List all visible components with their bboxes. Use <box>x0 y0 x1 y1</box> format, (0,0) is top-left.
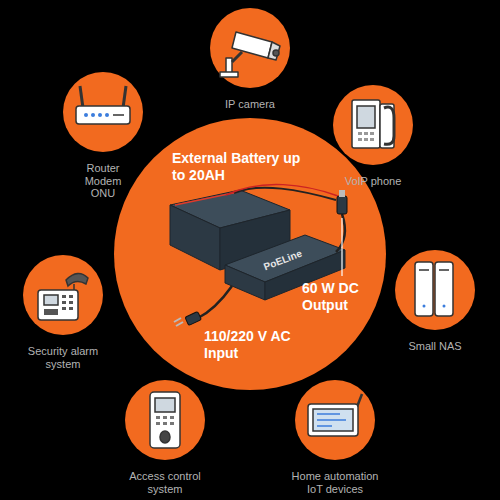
hub-label: 110/220 V AC Input <box>204 328 316 362</box>
device-label: VoIP phone <box>333 175 413 188</box>
device-label: IP camera <box>205 98 295 111</box>
device-label: Security alarm system <box>15 345 111 370</box>
hub-label: External Battery up to 20AH <box>172 150 312 184</box>
automation-node: Home automation IoT devices <box>295 380 375 460</box>
phone-node: VoIP phone <box>333 85 413 165</box>
device-label: Access control system <box>117 470 213 495</box>
device-label: Home automation IoT devices <box>283 470 387 495</box>
access-node: Access control system <box>125 380 205 460</box>
router-node: Router Modem ONU <box>63 72 143 152</box>
hub-label: 60 W DC Output <box>302 280 380 314</box>
device-label: Router Modem ONU <box>77 162 129 200</box>
camera-node: IP camera <box>210 8 290 88</box>
power-hub-circle: External Battery up to 20AH 60 W DC Outpu… <box>114 118 386 390</box>
device-label: Small NAS <box>395 340 475 353</box>
alarm-node: Security alarm system <box>23 255 103 335</box>
nas-node: Small NAS <box>395 250 475 330</box>
